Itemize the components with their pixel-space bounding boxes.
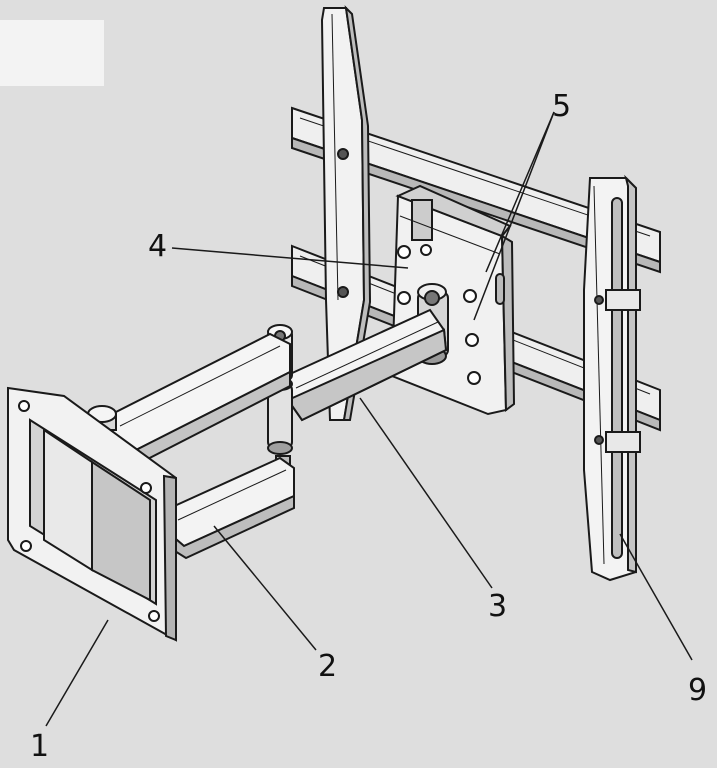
callout-9: 9: [688, 673, 707, 708]
wall-rail-upper: [291, 106, 661, 274]
leader-line-3: [359, 397, 493, 589]
arm-front-lower: [169, 456, 295, 560]
leader-line-4: [171, 247, 409, 269]
arm-front-upper: [111, 332, 291, 468]
leader-lines: [45, 111, 693, 727]
leader-line-5b: [473, 111, 555, 321]
callout-5: 5: [552, 89, 571, 124]
callout-4: 4: [148, 229, 167, 264]
vertical-bracket-right: [583, 174, 641, 582]
tv-mounting-plate: [7, 386, 177, 642]
leader-line-1: [45, 619, 109, 727]
vertical-bracket-left: [320, 5, 372, 421]
leader-line-2: [213, 525, 317, 651]
callout-2: 2: [318, 649, 337, 684]
callout-1: 1: [30, 729, 49, 764]
leader-line-9: [619, 533, 693, 661]
callout-3: 3: [488, 589, 507, 624]
wall-plate: [390, 184, 516, 416]
leader-line-5a: [485, 111, 555, 273]
blank-label-box: [0, 20, 104, 86]
arm-rear: [286, 308, 448, 422]
